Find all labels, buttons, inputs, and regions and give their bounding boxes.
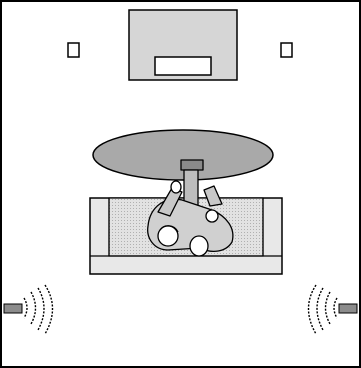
coffee-table: [92, 129, 274, 181]
tv-cabinet: [128, 9, 238, 81]
tv-screen: [154, 56, 212, 76]
surround-left-speaker-icon: [3, 284, 54, 335]
front-right-speaker-icon: [280, 42, 293, 58]
surround-right-speaker-icon: [307, 284, 358, 335]
listener-person-icon: [147, 159, 234, 257]
front-left-speaker-icon: [67, 42, 80, 58]
